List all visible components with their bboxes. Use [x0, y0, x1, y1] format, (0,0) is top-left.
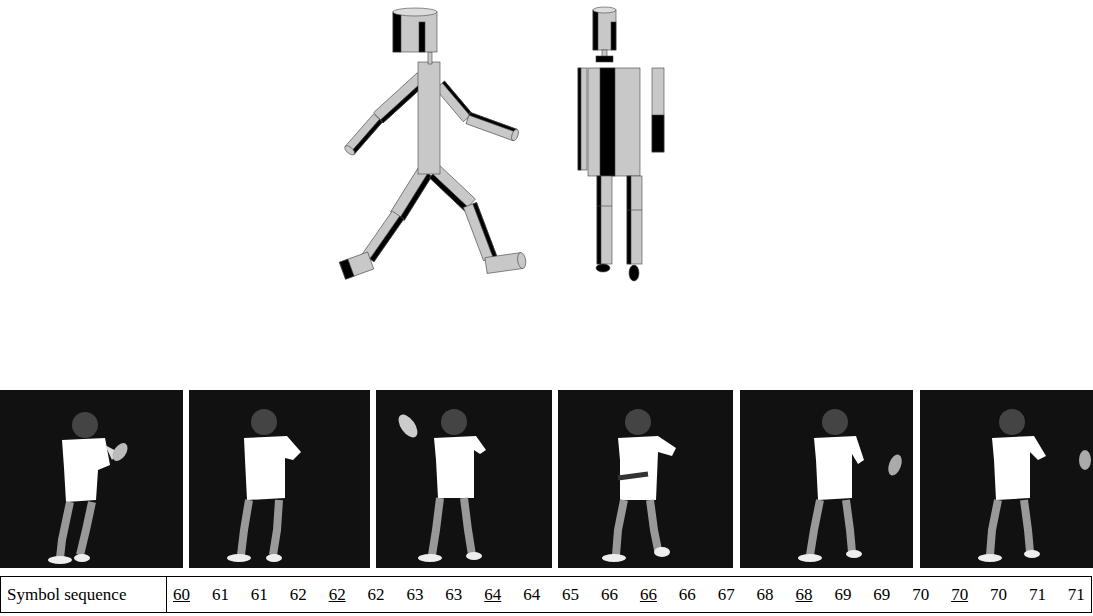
table-data-cell: 60 61 61 62 62 62 63 63 64 64 65 66 66 66 67 68 68 69 69 70…: [166, 576, 1092, 613]
symbol-number: 71: [1029, 585, 1046, 605]
symbol-number: 67: [718, 585, 735, 605]
symbol-number: 70: [912, 585, 929, 605]
walking-cylinder-model: [339, 8, 526, 279]
symbol-number: 71: [1068, 585, 1085, 605]
symbol-number: 66: [601, 585, 618, 605]
video-frame: [376, 390, 552, 568]
symbol-number: 60: [173, 585, 190, 605]
symbol-number: 70: [990, 585, 1007, 605]
row-header: Symbol sequence: [7, 585, 126, 605]
symbol-number: 68: [796, 585, 813, 605]
symbol-number: 65: [562, 585, 579, 605]
symbol-number: 61: [251, 585, 268, 605]
symbol-number: 70: [951, 585, 968, 605]
symbol-number: 69: [834, 585, 851, 605]
video-frame: [740, 390, 913, 568]
symbol-number: 64: [484, 585, 501, 605]
symbol-number: 63: [445, 585, 462, 605]
video-frame: [0, 390, 183, 568]
symbol-number: 68: [757, 585, 774, 605]
video-frame: [558, 390, 733, 568]
symbol-number: 61: [212, 585, 229, 605]
table-header-cell: Symbol sequence: [0, 576, 167, 613]
front-cylinder-model: [578, 7, 664, 281]
symbol-number: 66: [640, 585, 657, 605]
video-frame: [189, 390, 370, 568]
symbol-number: 69: [873, 585, 890, 605]
symbol-number: 62: [368, 585, 385, 605]
symbol-number: 66: [679, 585, 696, 605]
symbol-number: 62: [290, 585, 307, 605]
video-frame: [920, 390, 1093, 568]
symbol-number: 63: [406, 585, 423, 605]
symbol-number: 64: [523, 585, 540, 605]
symbol-number: 62: [329, 585, 346, 605]
